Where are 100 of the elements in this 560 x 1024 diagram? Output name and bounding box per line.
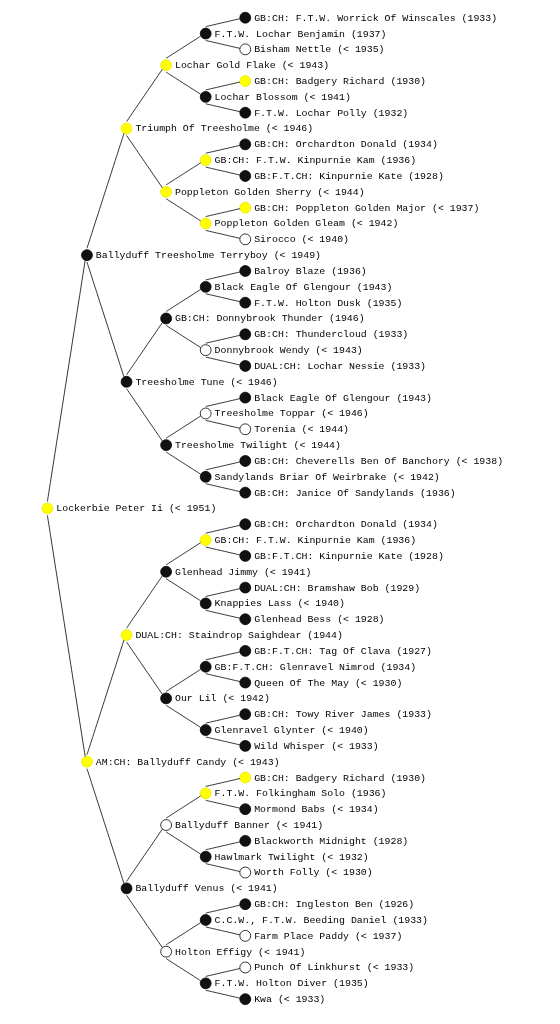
node-circle [239, 328, 252, 341]
connector [205, 841, 241, 851]
node-label: Worth Folly (< 1930) [254, 867, 373, 879]
node-label: Kwa (< 1933) [254, 994, 326, 1006]
node-circle [199, 850, 212, 863]
connector [205, 18, 241, 27]
node-circle [199, 27, 212, 40]
node-label: GB:CH: Janice Of Sandylands (1936) [254, 487, 456, 499]
connector [205, 736, 241, 746]
connector [205, 714, 241, 724]
node-circle [239, 296, 252, 309]
node-circle [239, 391, 252, 404]
node-circle [239, 740, 252, 752]
connector [165, 71, 201, 95]
connector [205, 461, 241, 471]
node-label: Lochar Gold Flake (< 1943) [175, 60, 330, 72]
connector [126, 828, 163, 882]
node-label: GB:CH: F.T.W. Worrick Of Winscales (1933) [254, 12, 498, 24]
node-label: Blackworth Midnight (1928) [254, 835, 409, 847]
node-circle [239, 676, 252, 689]
node-circle [199, 470, 212, 483]
connector [126, 68, 163, 122]
node-label: GB:F.T.CH: Glenravel Nimrod (1934) [214, 661, 417, 673]
connector [205, 230, 241, 239]
connector [205, 609, 241, 619]
node-label: Hawlmark Twilight (< 1932) [214, 851, 369, 863]
node-label: Our Lil (< 1942) [175, 693, 270, 705]
node-label: F.T.W. Lochar Polly (1932) [254, 107, 409, 119]
node-circle [199, 724, 212, 736]
connector [205, 40, 241, 49]
node-circle [160, 439, 172, 451]
node-label: Mormond Babs (< 1934) [254, 804, 379, 816]
connector [205, 524, 241, 534]
node-label: Poppleton Golden Gleam (< 1942) [214, 218, 399, 230]
node-circle [81, 249, 93, 261]
node-circle [239, 803, 252, 816]
connector [165, 669, 201, 692]
node-circle [120, 882, 133, 895]
node-label: GB:CH: Thundercloud (1933) [254, 329, 409, 341]
connector [205, 166, 241, 176]
node-label: Donnybrook Wendy (< 1943) [214, 345, 363, 357]
node-label: Torenia (< 1944) [254, 424, 350, 436]
connector [205, 588, 241, 597]
connector [205, 904, 241, 914]
node-circle [239, 423, 252, 436]
connector [205, 546, 241, 556]
connector [205, 968, 241, 977]
node-label: Glenravel Glynter (< 1940) [214, 725, 369, 737]
node-circle [199, 217, 212, 230]
node-circle [239, 486, 252, 499]
node-label: Lockerbie Peter Ii (< 1951) [56, 503, 217, 515]
connector [205, 103, 241, 113]
connector [205, 271, 241, 281]
node-label: F.T.W. Holton Dusk (1935) [254, 297, 403, 309]
connector [205, 334, 241, 344]
node-circle [199, 407, 212, 420]
node-circle [239, 993, 252, 1005]
connector [86, 132, 125, 249]
connector [165, 451, 201, 475]
connector [165, 578, 201, 602]
node-circle [199, 344, 212, 356]
connector [205, 673, 241, 682]
node-label: Bisham Nettle (< 1935) [254, 44, 385, 56]
node-label: GB:F.T.CH: Kinpurnie Kate (1928) [254, 550, 444, 562]
node-circle [160, 312, 172, 325]
node-circle [199, 281, 212, 293]
connector [205, 926, 241, 936]
node-label: GB:CH: Towy River James (1933) [254, 709, 432, 721]
node-circle [160, 945, 172, 958]
connector [205, 81, 241, 91]
node-circle [239, 708, 252, 721]
connector [205, 863, 241, 872]
node-circle [199, 787, 212, 800]
node-label: Glenhead Bess (< 1928) [254, 614, 385, 626]
connector [86, 261, 125, 378]
node-label: F.T.W. Folkingham Solo (1936) [214, 788, 387, 800]
node-label: Punch Of Linkhurst (< 1933) [254, 962, 415, 974]
node-label: Holton Effigy (< 1941) [175, 946, 306, 958]
node-label: GB:CH: Orchardton Donald (1934) [254, 139, 438, 151]
node-circle [239, 518, 252, 531]
connector [126, 322, 163, 376]
connector [165, 542, 201, 566]
node-label: DUAL:CH: Staindrop Saighdear (1944) [135, 630, 343, 642]
node-circle [199, 91, 212, 103]
node-label: Lochar Blossom (< 1941) [214, 91, 351, 103]
connector [165, 162, 201, 186]
node-circle [239, 613, 252, 626]
node-circle [199, 914, 212, 926]
node-label: Farm Place Paddy (< 1937) [254, 930, 403, 942]
connector [205, 356, 241, 366]
node-circle [120, 122, 133, 135]
connector [205, 483, 241, 492]
node-circle [239, 835, 252, 847]
node-circle [239, 75, 252, 87]
node-circle [239, 360, 252, 372]
node-label: Knappies Lass (< 1940) [214, 598, 345, 610]
node-circle [160, 565, 172, 578]
connector [165, 795, 201, 819]
node-circle [160, 186, 172, 198]
node-circle [239, 645, 252, 657]
